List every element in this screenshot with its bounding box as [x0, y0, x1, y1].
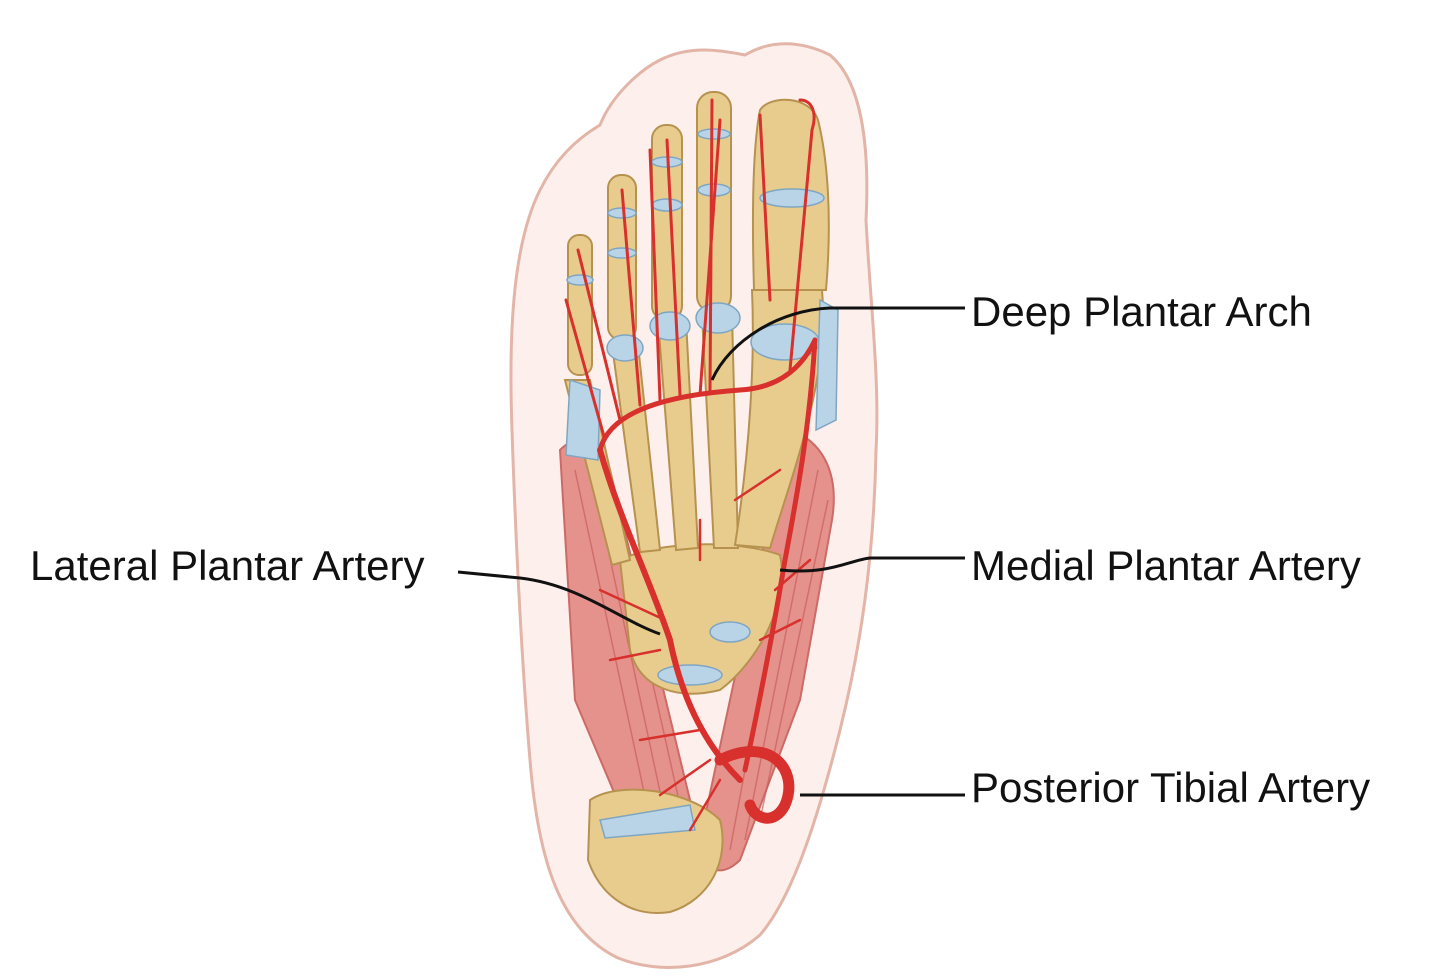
posterior-tibial-artery-vessel: [714, 746, 795, 824]
deep-plantar-arch-vessel: [597, 337, 818, 453]
medial-plantar-artery-vessel: [742, 337, 818, 773]
arteries: [564, 98, 818, 832]
label-lateral-plantar-artery: Lateral Plantar Artery: [30, 542, 425, 589]
leader-lateral-plantar-artery: [457, 570, 661, 636]
label-posterior-tibial-artery: Posterior Tibial Artery: [971, 764, 1371, 811]
leader-lines: [457, 306, 965, 797]
leader-deep-plantar-arch: [710, 306, 965, 381]
lateral-plantar-artery-vessel: [597, 447, 743, 783]
leader-medial-plantar-artery: [779, 556, 965, 573]
label-medial-plantar-artery: Medial Plantar Artery: [971, 542, 1361, 589]
joint-cartilage: [565, 128, 839, 839]
label-deep-plantar-arch: Deep Plantar Arch: [971, 288, 1312, 335]
